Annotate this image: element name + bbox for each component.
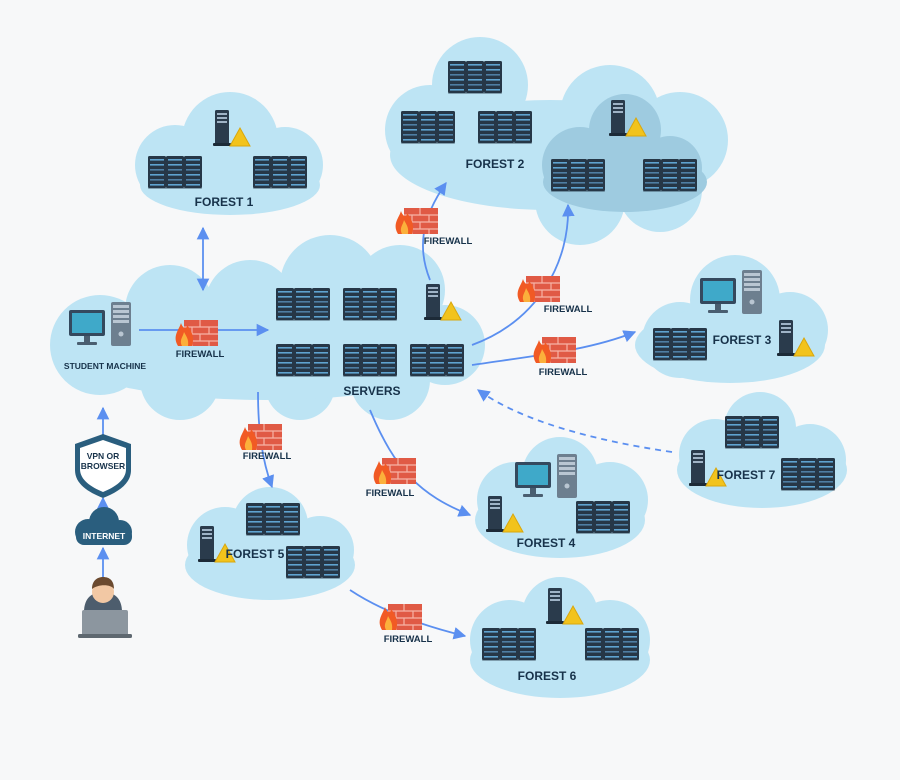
forest-3-label: FOREST 3 xyxy=(713,333,772,347)
server-rack-icon xyxy=(781,458,835,491)
server-rack-icon xyxy=(401,111,455,144)
student-machine-label: STUDENT MACHINE xyxy=(64,361,146,371)
user-laptop xyxy=(78,577,132,638)
cloud-forest-3 xyxy=(635,255,828,383)
vpn-shield: VPN OR BROWSER xyxy=(75,434,131,498)
firewall-label: FIREWALL xyxy=(424,236,473,247)
server-rack-icon xyxy=(576,501,630,534)
user-icon xyxy=(84,577,122,612)
firewall-label: FIREWALL xyxy=(544,304,593,315)
link-servers-forest2 xyxy=(422,181,447,281)
server-rack-icon xyxy=(276,344,330,377)
vpn-label-line1: VPN OR xyxy=(87,451,120,461)
server-rack-icon xyxy=(653,328,707,361)
forest-6-label: FOREST 6 xyxy=(518,669,577,683)
server-rack-icon xyxy=(585,628,639,661)
laptop-icon xyxy=(78,610,132,638)
firewall-label: FIREWALL xyxy=(539,367,588,378)
server-rack-icon xyxy=(343,288,397,321)
server-rack-icon xyxy=(482,628,536,661)
firewall-icon xyxy=(379,603,423,631)
firewall-icon xyxy=(239,423,283,451)
server-rack-icon xyxy=(253,156,307,189)
firewall-labels: FIREWALL FIREWALL FIREWALL FIREWALL FIRE… xyxy=(176,236,593,645)
server-rack-icon xyxy=(410,344,464,377)
server-rack-icon xyxy=(148,156,202,189)
server-rack-icon xyxy=(276,288,330,321)
server-rack-icon xyxy=(448,61,502,94)
forest-2-label: FOREST 2 xyxy=(466,157,525,171)
server-rack-icon xyxy=(246,503,300,536)
servers-label: SERVERS xyxy=(343,384,400,398)
server-rack-icon xyxy=(551,159,605,192)
vpn-label-line2: BROWSER xyxy=(81,461,125,471)
forest-5-label: FOREST 5 xyxy=(226,547,285,561)
server-rack-icon xyxy=(478,111,532,144)
internet-label: INTERNET xyxy=(83,531,126,541)
server-rack-icon xyxy=(643,159,697,192)
forest-4-label: FOREST 4 xyxy=(517,536,576,550)
server-rack-icon xyxy=(725,416,779,449)
server-rack-icon xyxy=(343,344,397,377)
forest-7-label: FOREST 7 xyxy=(717,468,776,482)
forest-1-label: FOREST 1 xyxy=(195,195,254,209)
server-rack-icon xyxy=(286,546,340,579)
firewall-label: FIREWALL xyxy=(384,634,433,645)
firewall-label: FIREWALL xyxy=(243,451,292,462)
link-forest7-servers xyxy=(476,389,673,453)
firewall-icon xyxy=(373,457,417,485)
firewall-icon xyxy=(533,336,577,364)
labels: FOREST 1 FOREST 2 FOREST 3 FOREST 7 FORE… xyxy=(64,157,776,683)
firewall-label: FIREWALL xyxy=(366,488,415,499)
firewall-icon xyxy=(517,275,561,303)
firewall-icon xyxy=(395,207,439,235)
firewall-label: FIREWALL xyxy=(176,349,225,360)
internet-cloud: INTERNET xyxy=(75,507,132,545)
cloud-icon xyxy=(75,507,132,545)
